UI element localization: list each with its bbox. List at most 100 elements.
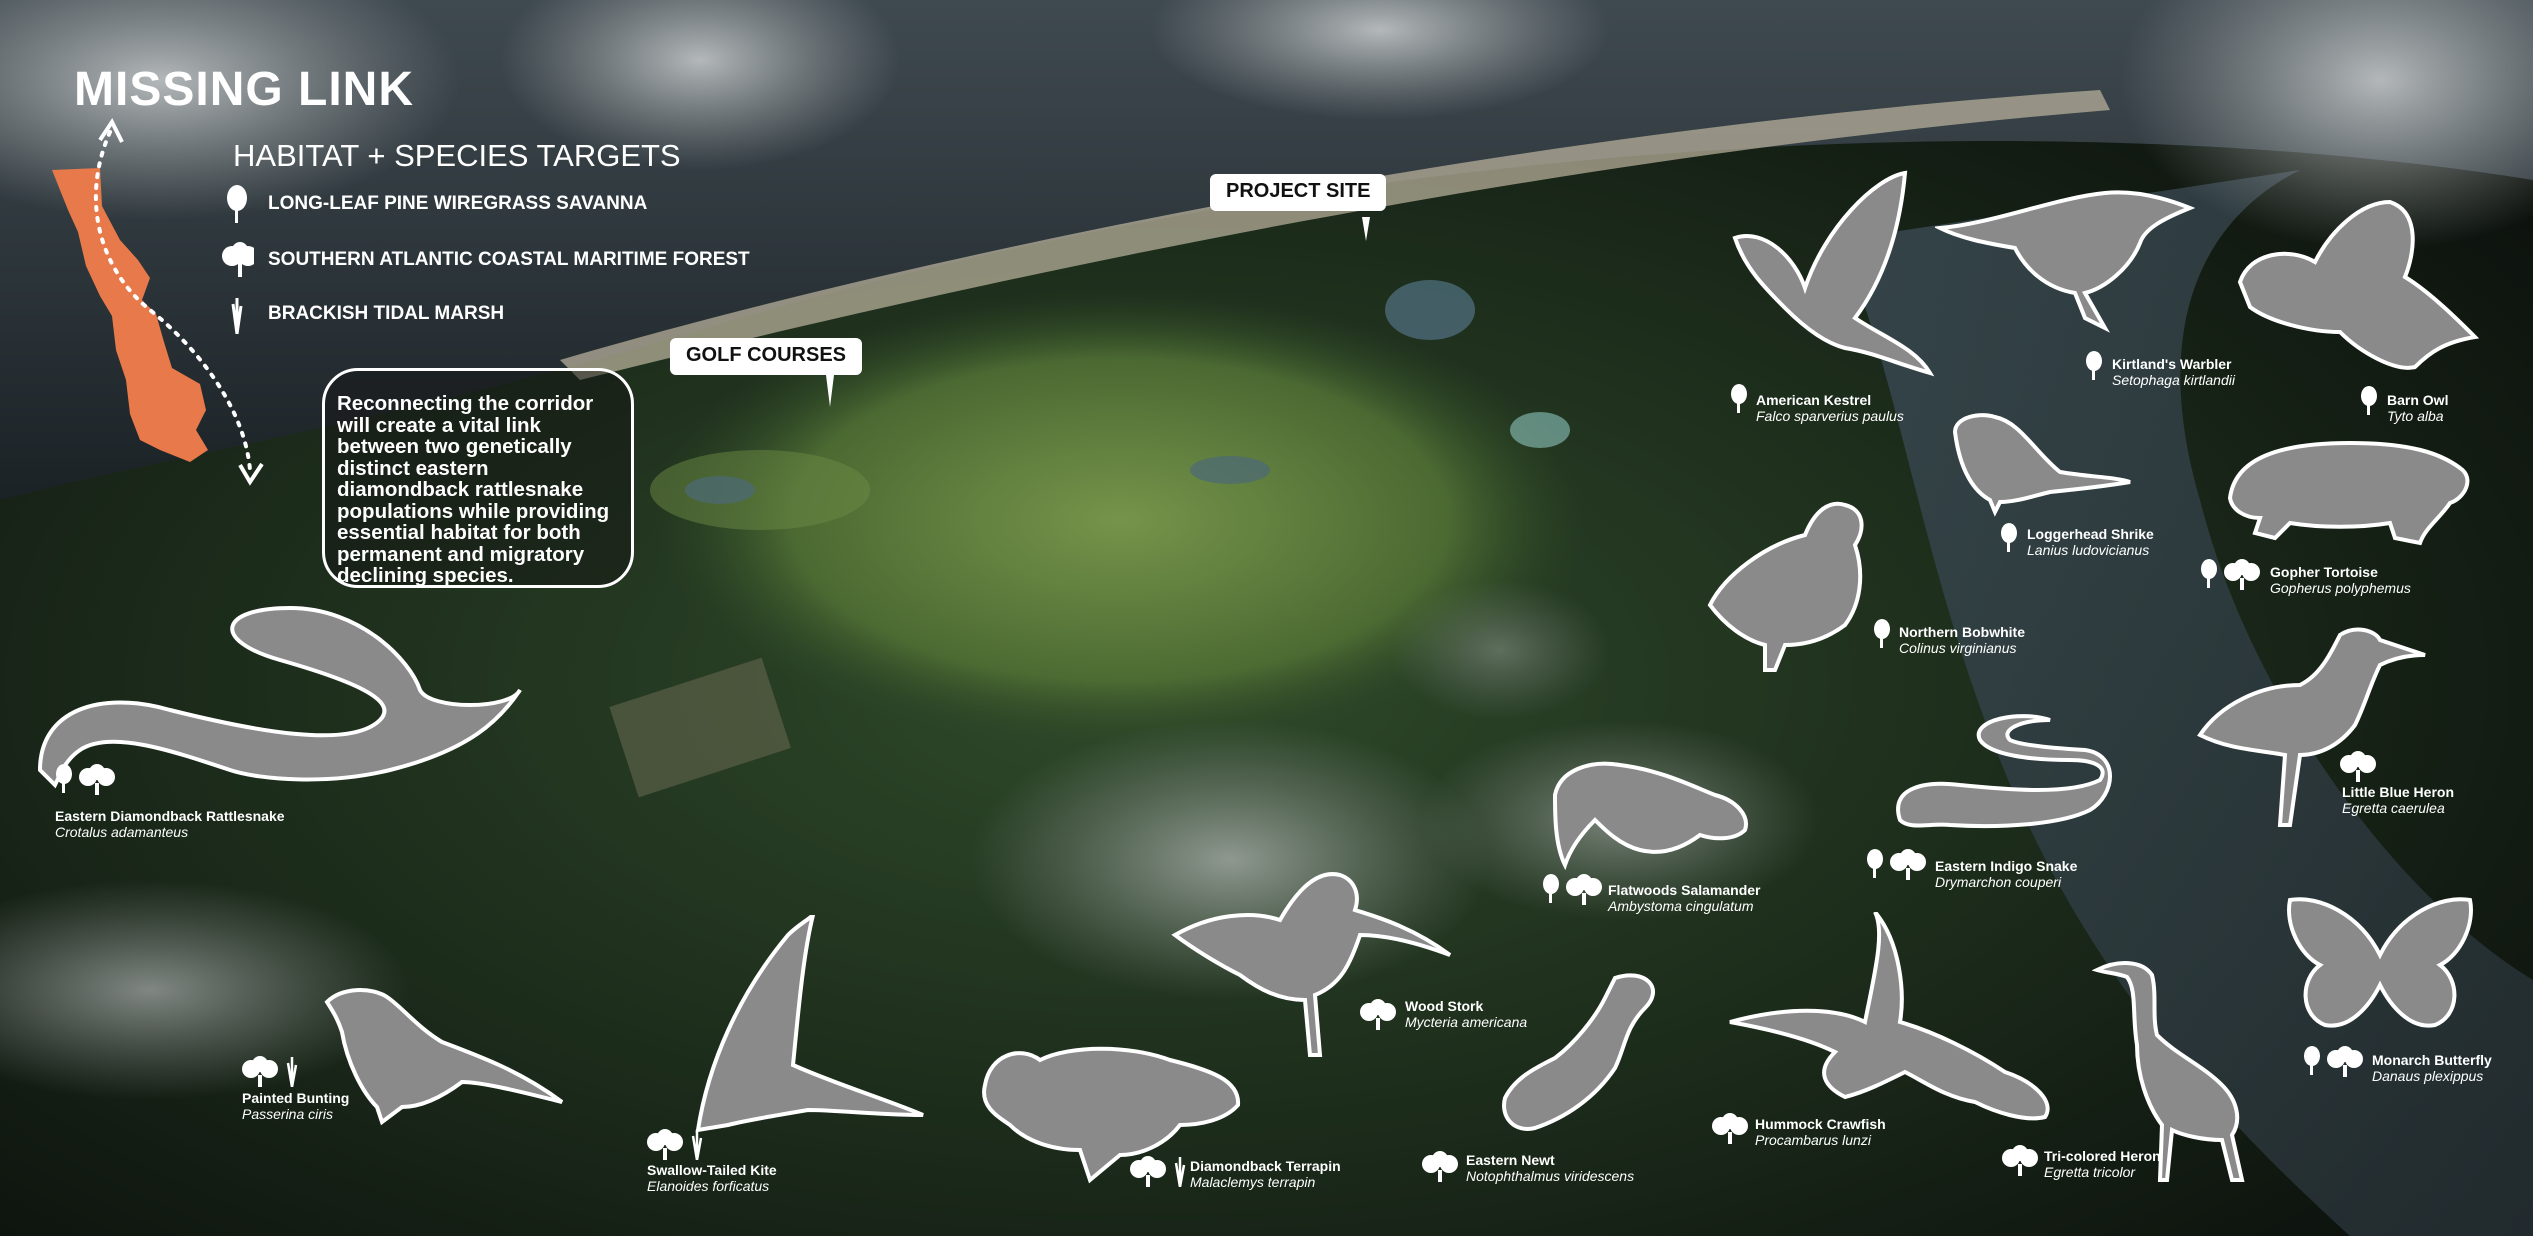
legend-label: BRACKISH TIDAL MARSH: [268, 303, 505, 324]
pine-tree-icon: [2304, 1046, 2320, 1075]
oak-tree-icon: [1566, 874, 1602, 905]
pine-tree-icon: [2201, 559, 2217, 588]
pine-tree-icon: [1867, 849, 1883, 878]
pine-tree-icon: [2086, 351, 2102, 380]
legend-item-maritime-forest: SOUTHERN ATLANTIC COASTAL MARITIME FORES…: [220, 240, 750, 280]
arrow-head-bottom-icon: [238, 462, 264, 486]
pine-tree-icon: [1543, 874, 1559, 903]
habitat-icons: [2000, 522, 2018, 554]
flatwoods-salamander-silhouette: [1552, 761, 1748, 870]
oak-tree-icon: [1422, 1151, 1458, 1182]
oak-tree-icon: [242, 1056, 278, 1087]
warbler-silhouette: [1935, 190, 2195, 333]
habitat-icons: [2360, 385, 2378, 417]
pine-tree-icon: [1874, 619, 1890, 648]
page-subtitle: HABITAT + SPECIES TARGETS: [233, 138, 681, 173]
kestrel-silhouette: [1732, 170, 1935, 377]
habitat-icons: [1710, 1112, 1750, 1144]
oak-tree-icon: [2224, 559, 2260, 590]
oak-tree-icon: [2327, 1046, 2363, 1077]
habitat-icons: [1420, 1150, 1460, 1182]
oak-tree-icon: [1130, 1156, 1166, 1187]
callout-golf-courses: GOLF COURSES: [670, 338, 863, 407]
habitat-icons: [1128, 1155, 1188, 1187]
legend-label: SOUTHERN ATLANTIC COASTAL MARITIME FORES…: [268, 249, 750, 270]
marsh-grass-icon: [286, 1057, 298, 1087]
habitat-icons: [1730, 383, 1748, 415]
pine-tree-icon: [220, 184, 254, 224]
habitat-icons: [55, 763, 117, 795]
habitat-icons: [240, 1055, 300, 1087]
region-map: [52, 118, 264, 486]
oak-tree-icon: [2340, 751, 2376, 782]
habitat-icons: [1358, 998, 1398, 1030]
statement-box: Reconnecting the corridor will create a …: [322, 368, 634, 588]
habitat-icons: [2000, 1144, 2040, 1176]
little-blue-heron-silhouette: [2197, 627, 2426, 827]
oak-tree-icon: [647, 1129, 683, 1160]
diamondback-terrapin-silhouette: [982, 1046, 1241, 1184]
monarch-butterfly-silhouette: [2287, 897, 2473, 1028]
page-title: MISSING LINK: [74, 63, 415, 116]
habitat-icons: [1866, 848, 1928, 880]
habitat-icons: [645, 1128, 705, 1160]
oak-tree-icon: [79, 764, 115, 795]
marsh-grass-icon: [220, 294, 254, 334]
pine-tree-icon: [2361, 386, 2377, 415]
legend-item-tidal-marsh: BRACKISH TIDAL MARSH: [220, 294, 504, 334]
pine-tree-icon: [56, 764, 72, 793]
oak-tree-icon: [1890, 849, 1926, 880]
wood-stork-silhouette: [1171, 872, 1452, 1057]
shrike-silhouette: [1952, 413, 2131, 517]
pine-tree-icon: [2001, 523, 2017, 552]
indigo-snake-silhouette: [1896, 714, 2112, 829]
gopher-tortoise-silhouette: [2227, 440, 2470, 546]
barn-owl-silhouette: [2237, 199, 2480, 370]
oak-tree-icon: [2002, 1145, 2038, 1176]
legend-label: LONG-LEAF PINE WIREGRASS SAVANNA: [268, 193, 648, 214]
marsh-grass-icon: [691, 1130, 703, 1160]
habitat-icons: [2303, 1045, 2365, 1077]
region-map-shape: [52, 168, 208, 462]
oak-tree-icon: [220, 240, 254, 280]
habitat-icons: [2085, 350, 2103, 382]
pine-tree-icon: [1731, 384, 1747, 413]
bobwhite-silhouette: [1707, 501, 1864, 672]
callout-project-site: PROJECT SITE: [1210, 174, 1387, 241]
swallow-tailed-kite-silhouette: [695, 915, 924, 1133]
habitat-icons: [1542, 873, 1604, 905]
arrow-head-top-icon: [98, 118, 124, 143]
oak-tree-icon: [1712, 1113, 1748, 1144]
painted-bunting-silhouette: [324, 988, 564, 1126]
habitat-icons: [1873, 618, 1891, 650]
dotted-arrow: [93, 130, 252, 472]
eastern-newt-silhouette: [1502, 973, 1655, 1131]
habitat-icons: [2200, 558, 2262, 590]
legend-item-savanna: LONG-LEAF PINE WIREGRASS SAVANNA: [220, 184, 647, 224]
oak-tree-icon: [1360, 999, 1396, 1030]
marsh-grass-icon: [1174, 1157, 1186, 1187]
rattlesnake-silhouette: [37, 605, 522, 789]
habitat-icons: [2338, 750, 2378, 782]
hummock-crawfish-silhouette: [1729, 912, 2050, 1121]
tri-colored-heron-silhouette: [2092, 961, 2245, 1182]
